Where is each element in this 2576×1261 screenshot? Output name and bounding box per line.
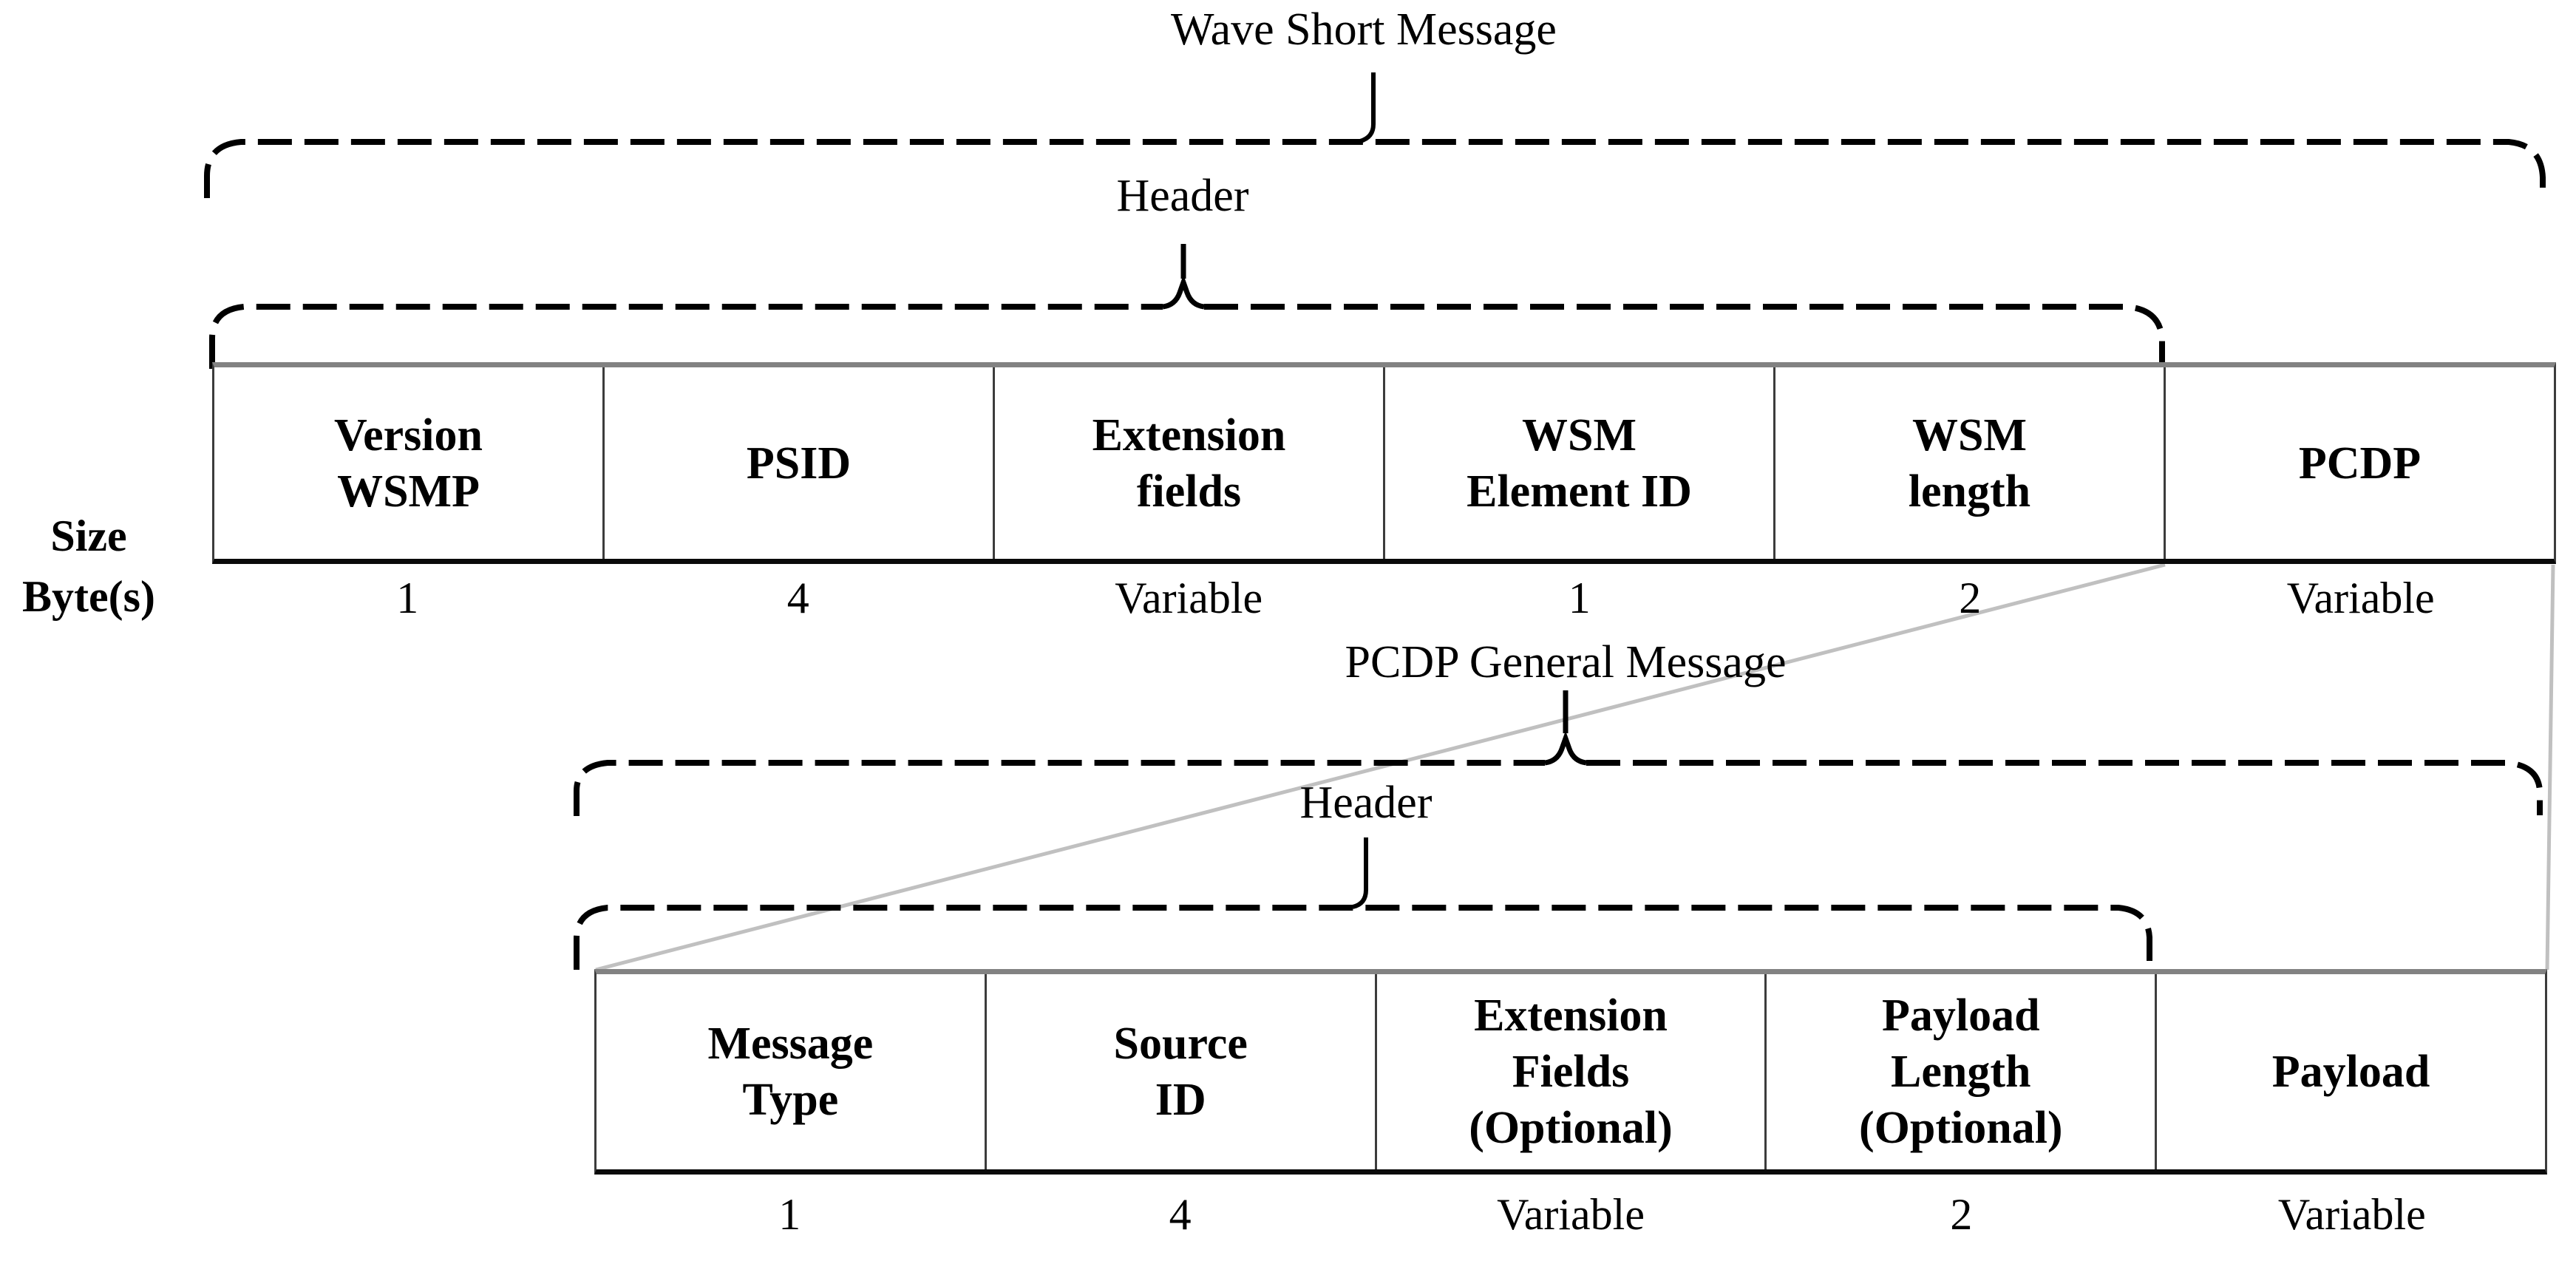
cell-line: ID xyxy=(1155,1075,1206,1125)
wsm-size-row: 1 4 Variable 1 2 Variable xyxy=(212,571,2556,625)
pcdp-span-bracket-peak xyxy=(1544,730,1587,766)
cell-line: WSMP xyxy=(337,466,480,517)
cell-line: Length xyxy=(1891,1047,2031,1097)
wsm-table: Version WSMP PSID Extension fields WSM E… xyxy=(212,362,2556,564)
wsm-field-psid: PSID xyxy=(605,367,995,559)
size-axis-line1: Size xyxy=(50,511,127,560)
wsm-field-pcdp: PCDP xyxy=(2166,367,2554,559)
pcdp-expansion-line-left xyxy=(595,562,2166,972)
pcdp-size-source-id: 4 xyxy=(1169,1190,1192,1239)
cell-line: Fields xyxy=(1512,1047,1630,1097)
wsm-header-label: Header xyxy=(1116,171,1249,221)
wsm-title-pointer xyxy=(1359,72,1376,143)
cell-line: (Optional) xyxy=(1858,1103,2063,1153)
pcdp-size-payload: Variable xyxy=(2277,1190,2426,1239)
pcdp-size-extension-fields: Variable xyxy=(1497,1190,1645,1239)
pcdp-size-payload-length: 2 xyxy=(1950,1190,1973,1239)
wsm-field-wsm-element-id: WSM Element ID xyxy=(1385,367,1775,559)
cell-line: PCDP xyxy=(2298,438,2422,489)
pcdp-header-bracket xyxy=(574,905,2152,970)
pcdp-table: Message Type Source ID Extension Fields … xyxy=(594,969,2547,1175)
wsm-size-wsm-length: 2 xyxy=(1959,574,1982,622)
wsm-size-wsm-element-id: 1 xyxy=(1568,574,1591,622)
cell-line: Type xyxy=(742,1075,839,1125)
cell-line: Source xyxy=(1113,1019,1248,1069)
wsm-title: Wave Short Message xyxy=(1171,4,1557,55)
pcdp-expansion-line-right xyxy=(2545,564,2555,971)
wsm-header-bracket-peak xyxy=(1162,274,1205,310)
cell-line: Payload xyxy=(2271,1047,2430,1097)
wsm-field-extension-fields: Extension fields xyxy=(995,367,1385,559)
cell-line: (Optional) xyxy=(1469,1103,1673,1153)
wsm-field-wsm-length: WSM length xyxy=(1775,367,2166,559)
wsm-size-psid: 4 xyxy=(786,574,809,622)
wsm-size-extension-fields: Variable xyxy=(1115,574,1263,622)
wsm-header-bracket-left xyxy=(209,304,1163,369)
cell-line: Message xyxy=(707,1019,874,1069)
cell-line: length xyxy=(1908,466,2031,517)
cell-line: Extension xyxy=(1474,990,1668,1041)
pcdp-field-payload: Payload xyxy=(2157,974,2545,1169)
size-axis-line2: Byte(s) xyxy=(22,572,155,621)
pcdp-field-message-type: Message Type xyxy=(597,974,987,1169)
pcdp-header-pointer xyxy=(1352,837,1368,909)
cell-line: Version xyxy=(334,409,483,460)
cell-line: Element ID xyxy=(1467,466,1692,517)
cell-line: fields xyxy=(1136,466,1242,517)
size-axis-label: Size Byte(s) xyxy=(0,506,177,627)
wsm-header-bracket-right xyxy=(1204,304,2165,367)
pcdp-field-source-id: Source ID xyxy=(987,974,1377,1169)
cell-line: Extension xyxy=(1092,409,1286,460)
wsm-size-pcdp: Variable xyxy=(2286,574,2435,622)
pcdp-field-extension-fields-optional: Extension Fields (Optional) xyxy=(1377,974,1767,1169)
pcdp-size-row: 1 4 Variable 2 Variable xyxy=(594,1187,2547,1242)
wsm-field-version-wsmp: Version WSMP xyxy=(214,367,605,559)
cell-line: WSM xyxy=(1912,409,2027,460)
pcdp-field-payload-length-optional: Payload Length (Optional) xyxy=(1767,974,2158,1169)
pcdp-title: PCDP General Message xyxy=(1345,637,1787,687)
cell-line: Payload xyxy=(1881,990,2040,1041)
cell-line: WSM xyxy=(1522,409,1637,460)
wsm-size-version-wsmp: 1 xyxy=(396,574,419,622)
pcdp-header-label: Header xyxy=(1299,778,1433,828)
cell-line: PSID xyxy=(746,438,852,489)
pcdp-size-message-type: 1 xyxy=(778,1190,801,1239)
